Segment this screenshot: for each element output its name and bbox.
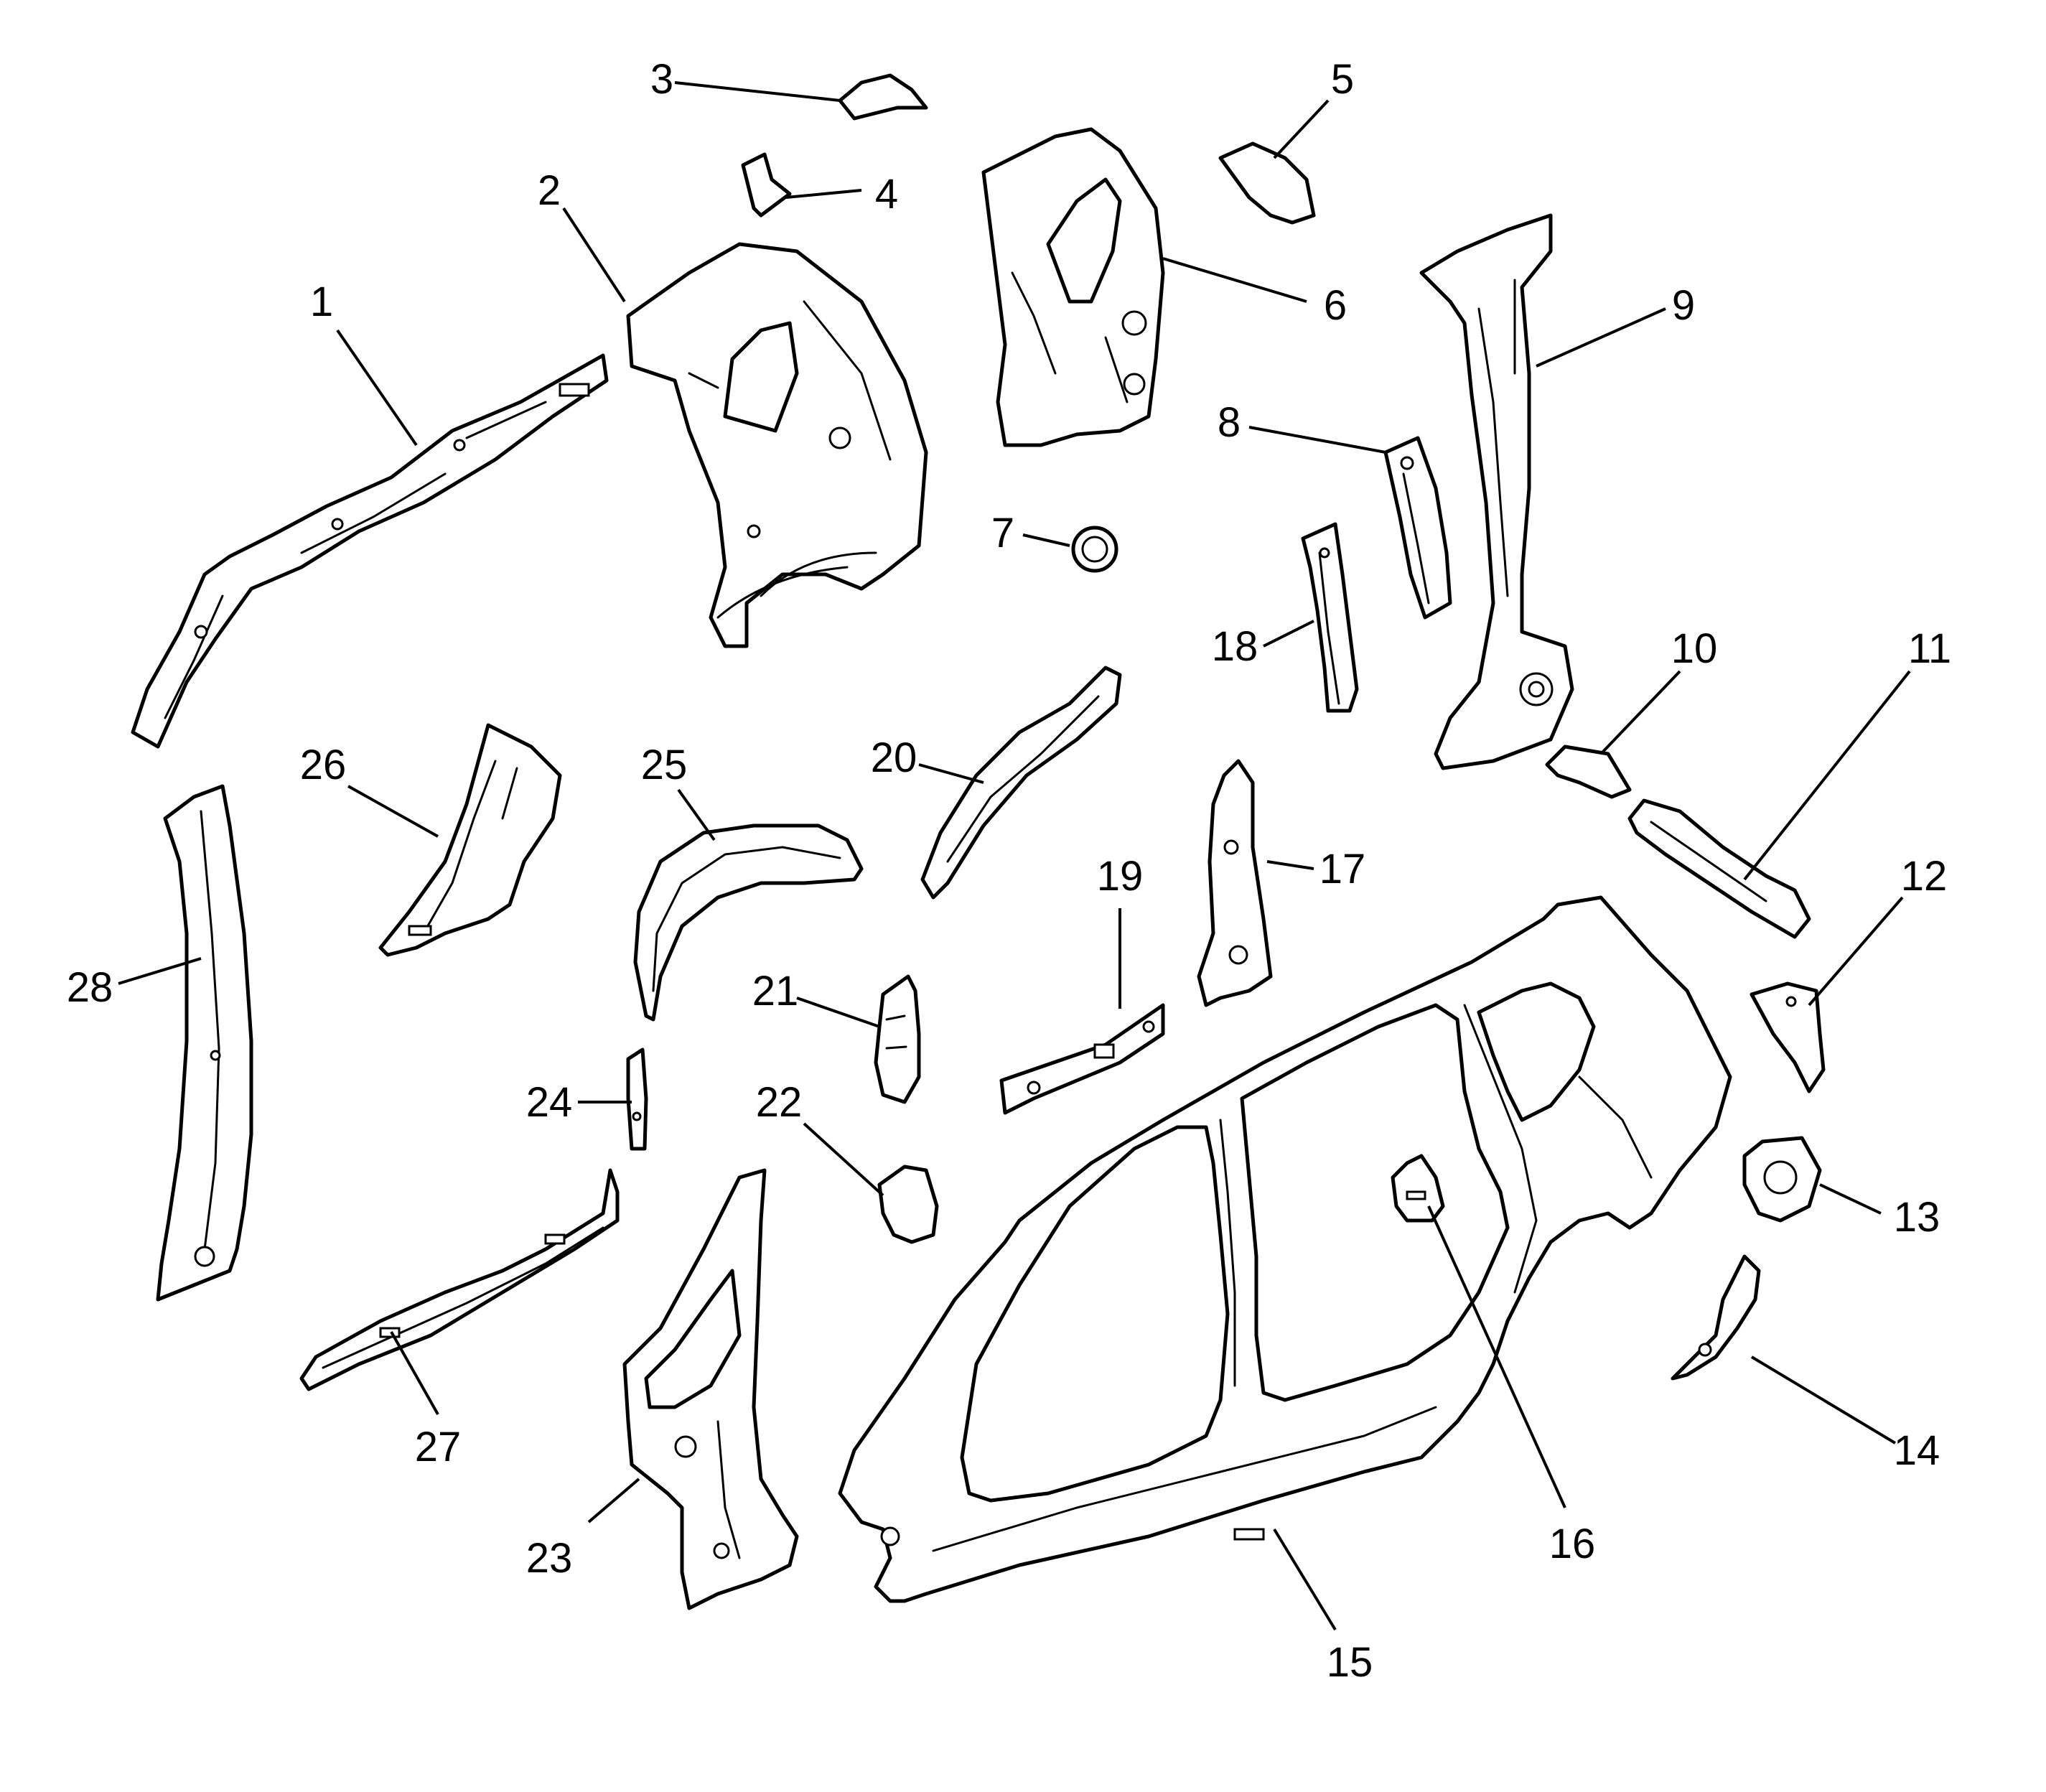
callout-21: 21 — [752, 968, 799, 1014]
leader-8 — [1248, 426, 1386, 454]
callout-13: 13 — [1894, 1194, 1940, 1241]
callout-5: 5 — [1331, 56, 1354, 103]
callout-15: 15 — [1327, 1639, 1373, 1686]
leader-11 — [1743, 670, 1911, 881]
leader-26 — [347, 785, 439, 838]
callout-18: 18 — [1212, 623, 1258, 670]
callout-16: 16 — [1549, 1521, 1596, 1567]
part-9-rear-pillar — [1419, 213, 1574, 770]
callout-2: 2 — [538, 167, 561, 214]
leader-5 — [1273, 99, 1330, 159]
callout-labels: 1 2 3 4 5 6 7 8 9 10 11 12 13 14 15 16 1… — [67, 56, 1951, 1686]
part-6-quarter-panel-inner — [981, 127, 1165, 447]
leader-22 — [803, 1122, 884, 1197]
callout-19: 19 — [1097, 853, 1144, 900]
callout-23: 23 — [526, 1535, 573, 1582]
part-11-rear-lower-rail — [1627, 798, 1811, 939]
leader-9 — [1536, 307, 1666, 368]
callout-12: 12 — [1901, 853, 1948, 900]
part-22-bracket — [877, 1165, 939, 1244]
part-18-pillar-reinforcement — [1301, 522, 1359, 713]
leader-20 — [918, 763, 984, 784]
callout-14: 14 — [1894, 1427, 1940, 1474]
callout-20: 20 — [871, 734, 917, 781]
leader-4 — [785, 189, 862, 199]
leader-lines — [118, 81, 1911, 1631]
part-10-bracket — [1545, 745, 1632, 799]
part-28-b-pillar-reinforcement — [156, 784, 253, 1302]
callout-6: 6 — [1324, 282, 1347, 329]
part-27-rocker-inner — [299, 1168, 620, 1391]
leader-14 — [1750, 1355, 1897, 1445]
leader-10 — [1599, 670, 1681, 755]
leader-28 — [118, 957, 202, 985]
part-14-lower-bracket — [1671, 1254, 1761, 1381]
part-25-wheelhouse-liner — [633, 823, 864, 1022]
leader-17 — [1266, 860, 1314, 870]
callout-3: 3 — [650, 56, 673, 103]
part-5-reinforcement — [1218, 141, 1316, 225]
part-1-roof-rail — [131, 353, 609, 749]
part-26-rear-pillar-panel — [378, 723, 562, 957]
leader-25 — [677, 788, 716, 841]
part-13-fuel-filler-housing — [1742, 1136, 1822, 1223]
leader-1 — [336, 329, 418, 447]
part-17-pillar-lower-reinforcement — [1197, 759, 1273, 1007]
part-15-body-side-outer-panel — [838, 895, 1732, 1603]
callout-8: 8 — [1218, 399, 1241, 446]
part-19-rocker-reinforcement — [999, 1003, 1165, 1115]
leader-27 — [390, 1331, 439, 1415]
leader-3 — [674, 81, 841, 102]
callout-22: 22 — [756, 1079, 803, 1126]
callout-11: 11 — [1908, 625, 1951, 672]
callout-1: 1 — [310, 279, 333, 325]
part-12-corner-bracket — [1750, 981, 1826, 1093]
callout-9: 9 — [1672, 282, 1695, 329]
callout-28: 28 — [67, 964, 113, 1011]
part-21-bracket — [874, 974, 921, 1104]
leader-12 — [1808, 896, 1904, 1007]
part-23-b-pillar-inner — [622, 1168, 799, 1610]
part-2-quarter-inner-panel — [626, 242, 928, 648]
leader-6 — [1162, 257, 1307, 303]
leader-16 — [1427, 1205, 1566, 1508]
part-20-roof-rail-rear — [920, 666, 1122, 900]
leader-21 — [796, 997, 880, 1028]
callout-7: 7 — [991, 510, 1014, 556]
callout-27: 27 — [415, 1424, 462, 1470]
part-3-bracket — [838, 73, 928, 121]
part-24-strip — [626, 1047, 648, 1151]
callout-17: 17 — [1319, 846, 1366, 892]
callout-24: 24 — [526, 1079, 573, 1126]
leader-15 — [1273, 1528, 1337, 1631]
callout-4: 4 — [875, 171, 898, 218]
callout-25: 25 — [641, 742, 688, 788]
leader-7 — [1022, 533, 1070, 547]
part-7-grommet — [1071, 526, 1118, 573]
part-16-bracket — [1391, 1154, 1445, 1223]
leader-2 — [562, 207, 626, 303]
callout-10: 10 — [1671, 625, 1718, 672]
part-8-pillar-reinforcement — [1383, 436, 1452, 620]
leader-18 — [1263, 620, 1314, 648]
part-4-bracket — [741, 152, 792, 218]
leader-13 — [1819, 1183, 1882, 1215]
callout-26: 26 — [300, 742, 347, 788]
leader-23 — [587, 1478, 640, 1523]
